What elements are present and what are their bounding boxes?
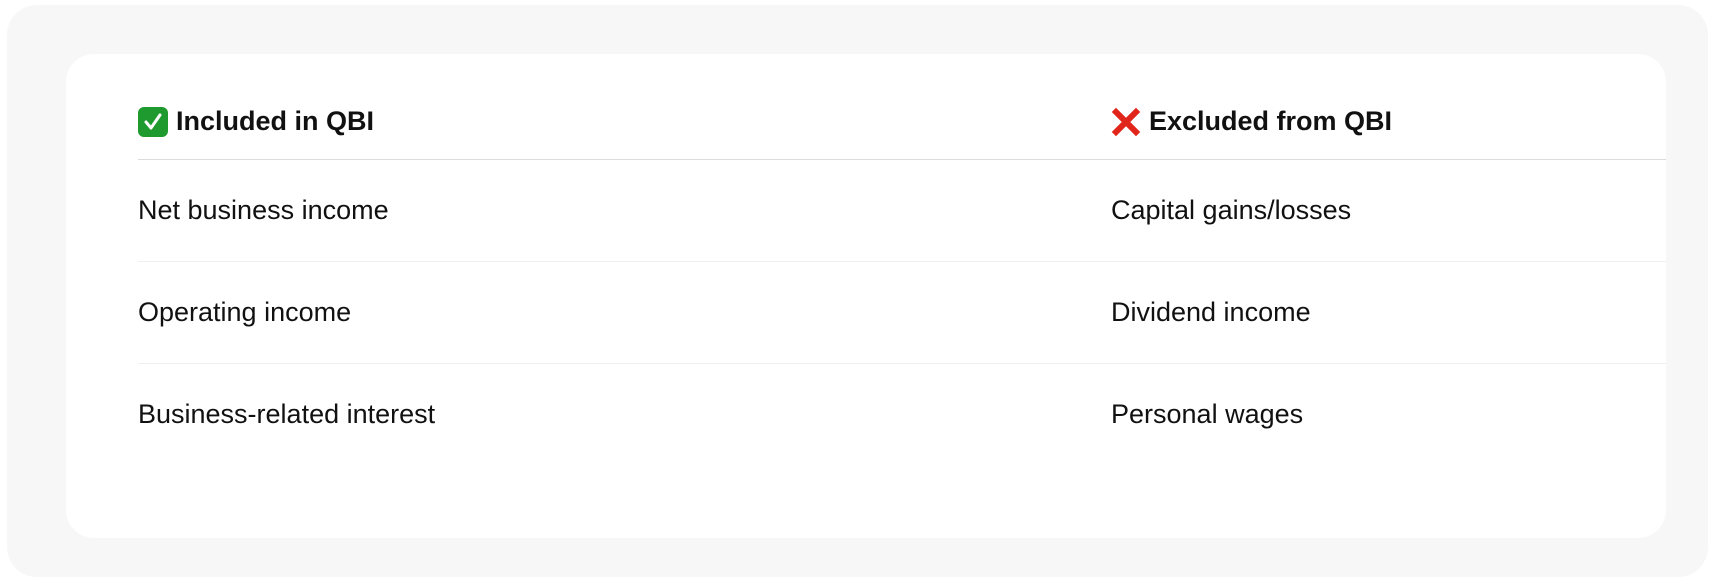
excluded-cell: Capital gains/losses — [1111, 195, 1352, 225]
excluded-cell: Dividend income — [1111, 297, 1311, 327]
header-included-label: Included in QBI — [176, 106, 375, 136]
included-cell: Net business income — [138, 195, 389, 225]
check-mark-icon — [138, 106, 168, 137]
included-cell: Business-related interest — [138, 399, 436, 429]
table-row: Net business income Capital gains/losses — [138, 160, 1666, 262]
header-excluded: Excluded from QBI — [1111, 54, 1392, 159]
included-cell: Operating income — [138, 297, 352, 327]
outer-panel: Included in QBI Excluded from QBI Net bu… — [7, 5, 1708, 577]
cross-mark-icon — [1111, 107, 1141, 137]
qbi-table-card: Included in QBI Excluded from QBI Net bu… — [66, 54, 1666, 538]
excluded-cell: Personal wages — [1111, 399, 1304, 429]
qbi-comparison-table: Included in QBI Excluded from QBI Net bu… — [138, 54, 1666, 465]
table-row: Business-related interest Personal wages — [138, 364, 1666, 465]
header-excluded-label: Excluded from QBI — [1149, 106, 1393, 136]
header-included: Included in QBI — [138, 54, 374, 159]
table-header-row: Included in QBI Excluded from QBI — [138, 54, 1666, 160]
table-row: Operating income Dividend income — [138, 262, 1666, 364]
